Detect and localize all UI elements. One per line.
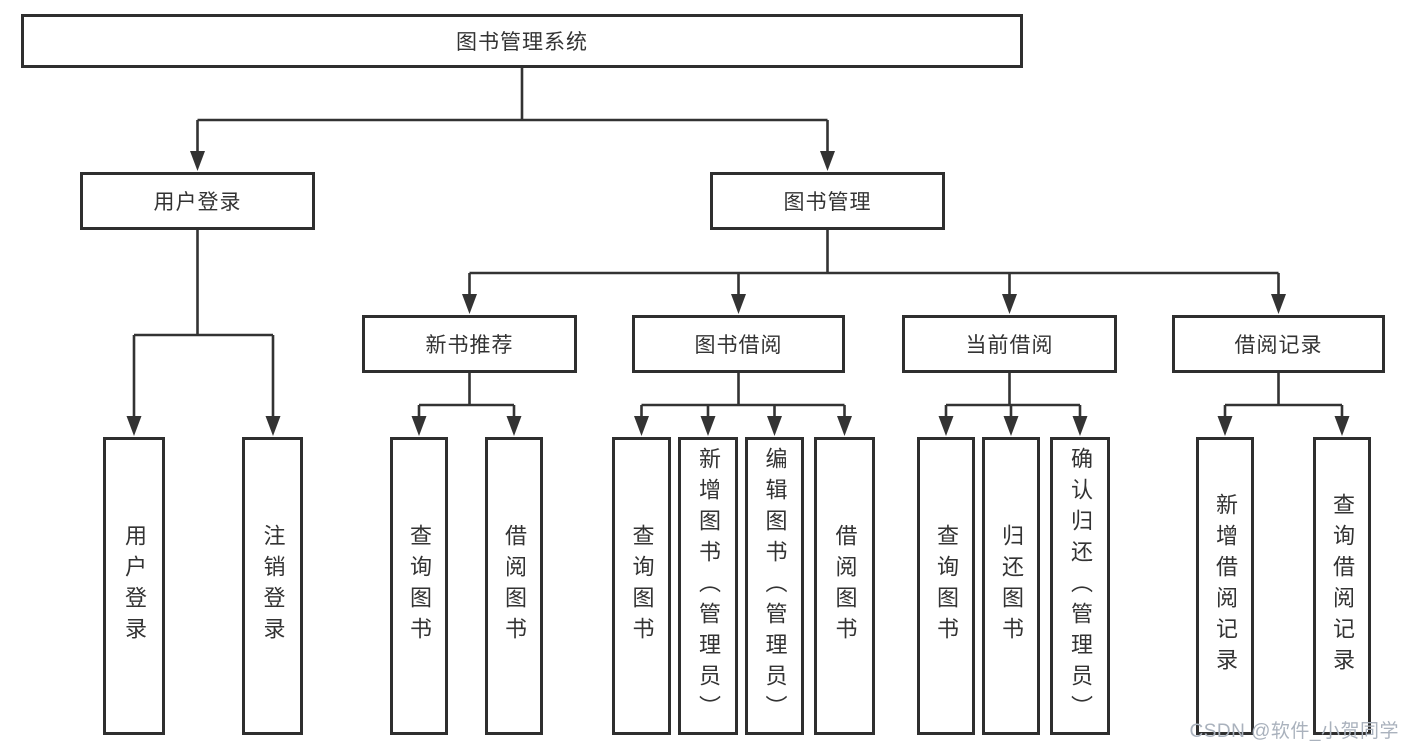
node-leaf-query-books-2: 查询图书 — [612, 437, 671, 735]
node-leaf-return-books: 归还图书 — [982, 437, 1040, 735]
node-label: 图书管理 — [783, 191, 872, 214]
arrow-down-icon — [126, 416, 142, 436]
arrow-down-icon — [1217, 416, 1233, 436]
node-leaf-borrow-books-2: 借阅图书 — [814, 437, 875, 735]
arrow-down-icon — [1271, 294, 1286, 314]
node-book-management: 图书管理 — [710, 172, 945, 230]
node-leaf-query-books-3: 查询图书 — [917, 437, 975, 735]
node-label: 新书推荐 — [425, 334, 514, 357]
node-label: 借阅图书 — [502, 524, 527, 648]
node-label: 查询图书 — [934, 524, 959, 648]
node-label: 用户登录 — [122, 524, 147, 648]
connector-user-login-branch — [132, 230, 275, 421]
arrow-down-icon — [837, 416, 852, 436]
arrow-down-icon — [767, 416, 782, 436]
node-leaf-user-login: 用户登录 — [103, 437, 165, 735]
arrowheads — [126, 151, 1350, 436]
node-label: 编辑图书（管理员） — [762, 446, 788, 726]
node-leaf-add-borrow-record: 新增借阅记录 — [1196, 437, 1254, 735]
arrow-down-icon — [938, 416, 954, 436]
node-user-login: 用户登录 — [80, 172, 315, 230]
node-leaf-confirm-return-admin: 确认归还（管理员） — [1050, 437, 1110, 735]
node-leaf-edit-books-admin: 编辑图书（管理员） — [745, 437, 804, 735]
arrow-down-icon — [1334, 416, 1350, 436]
node-leaf-query-borrow-record: 查询借阅记录 — [1313, 437, 1371, 735]
arrow-down-icon — [190, 151, 205, 171]
connector-book-borrow-branch — [640, 373, 846, 421]
node-label: 图书借阅 — [694, 334, 783, 357]
arrow-down-icon — [634, 416, 649, 436]
node-label: 新增借阅记录 — [1213, 493, 1238, 679]
arrow-down-icon — [506, 416, 522, 436]
node-leaf-query-books-1: 查询图书 — [390, 437, 448, 735]
arrow-down-icon — [1003, 416, 1019, 436]
node-label: 图书管理系统 — [456, 31, 588, 54]
connector-new-book-branch — [417, 373, 516, 421]
node-label: 查询图书 — [629, 524, 655, 648]
csdn-watermark: CSDN @软件_小贺同学 — [1189, 721, 1399, 742]
arrow-down-icon — [1072, 416, 1088, 436]
connector-borrow-record-branch — [1223, 373, 1344, 421]
node-label: 借阅图书 — [832, 524, 858, 648]
node-label: 当前借阅 — [965, 334, 1054, 357]
node-book-borrow: 图书借阅 — [632, 315, 845, 373]
node-label: 注销登录 — [260, 524, 286, 648]
arrow-down-icon — [411, 416, 427, 436]
arrow-down-icon — [820, 151, 835, 171]
node-current-borrow: 当前借阅 — [902, 315, 1117, 373]
node-new-book-recommend: 新书推荐 — [362, 315, 577, 373]
node-leaf-logout: 注销登录 — [242, 437, 303, 735]
node-root-library-system: 图书管理系统 — [21, 14, 1023, 68]
node-borrow-record: 借阅记录 — [1172, 315, 1385, 373]
arrow-down-icon — [462, 294, 477, 314]
arrow-down-icon — [1002, 294, 1017, 314]
connector-book-management-branch — [468, 230, 1280, 299]
node-leaf-borrow-books-1: 借阅图书 — [485, 437, 543, 735]
node-label: 确认归还（管理员） — [1068, 446, 1093, 726]
arrow-down-icon — [700, 416, 716, 436]
node-label: 查询图书 — [407, 524, 432, 648]
connector-root-to-level2 — [196, 68, 829, 156]
node-leaf-add-books-admin: 新增图书（管理员） — [678, 437, 738, 735]
arrow-down-icon — [265, 416, 281, 436]
node-label: 查询借阅记录 — [1330, 493, 1355, 679]
node-label: 用户登录 — [153, 191, 242, 214]
node-label: 新增图书（管理员） — [696, 446, 721, 726]
node-label: 借阅记录 — [1234, 334, 1323, 357]
node-label: 归还图书 — [999, 524, 1024, 648]
connector-current-borrow-branch — [944, 373, 1082, 421]
arrow-down-icon — [731, 294, 746, 314]
